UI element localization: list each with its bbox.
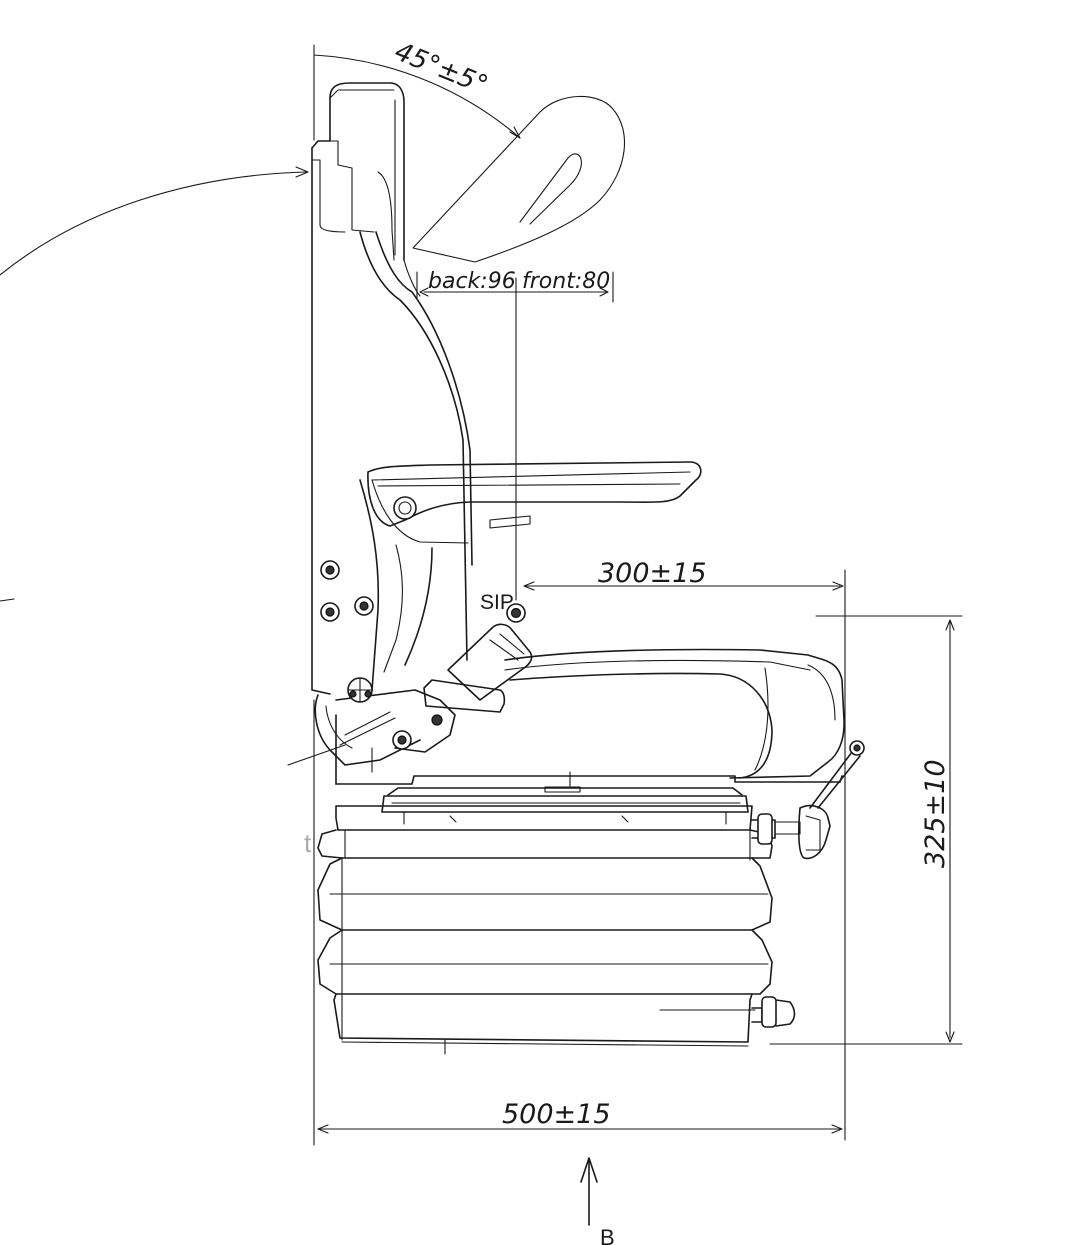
angle-label: 45°±5° [390,37,492,101]
height-adjust-knob [751,740,865,860]
headrest-tilted-outline [412,95,625,263]
sip-to-front-dimension: 300±15 [523,558,846,1141]
width-label: 500±15 [502,1099,611,1130]
front-label: front:80 [522,269,610,294]
backrest-outline [311,82,473,695]
sip-to-front-label: 300±15 [598,558,707,589]
height-label: 325±10 [920,759,951,868]
backrest-tilt-arc [0,166,346,766]
suspension-bellows [317,805,773,1055]
seat-cushion [335,648,845,787]
sip-label: SIP [480,591,514,614]
height-dimension: 325±10 [769,615,963,1045]
recline-mechanism [314,677,456,773]
view-arrow-label: B [600,1225,615,1245]
back-label: back:96 [428,269,516,294]
lower-valve-knob [751,996,796,1028]
mounting-bolts [320,560,374,622]
armrest [367,461,702,544]
tilt-angle-dimension: 45°±5° [313,37,521,141]
belt-buckle [423,623,533,713]
sip-point: SIP [480,591,526,623]
view-arrow: B [580,1157,615,1245]
back-front-adjust-dimension: back:96 front:80 [416,269,614,601]
width-dimension: 500±15 [313,699,843,1146]
stray-mark: t [304,828,312,858]
